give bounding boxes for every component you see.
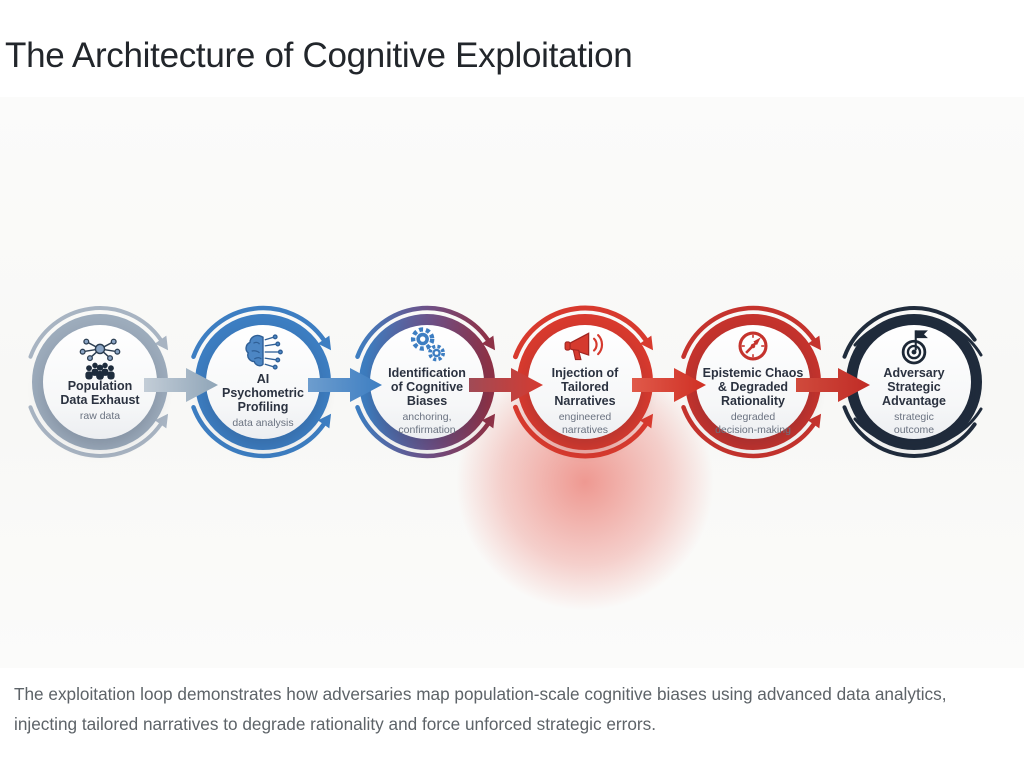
flow-arrow-2 <box>308 368 382 402</box>
stage-subtitle: anchoring, confirmation <box>398 411 456 436</box>
gears-icon <box>404 327 450 364</box>
caption-text: The exploitation loop demonstrates how a… <box>14 684 947 734</box>
network-people-icon <box>76 339 124 381</box>
flow-arrow-5 <box>796 368 870 402</box>
target-flag-icon <box>892 328 936 365</box>
page-title: The Architecture of Cognitive Exploitati… <box>5 36 633 75</box>
stage-title: Population Data Exhaust <box>60 379 140 408</box>
stage-circle: AI Psychometric Profiling data analysis <box>206 325 320 439</box>
stage-node-identification-of-cognitive-biases: Identification of Cognitive Biases ancho… <box>342 285 512 485</box>
brain-circuit-icon <box>240 334 286 371</box>
stage-subtitle: engineered narratives <box>558 411 612 436</box>
stage-subtitle: raw data <box>79 410 121 423</box>
stage-subtitle: data analysis <box>232 417 294 430</box>
stage-node-population-data-exhaust: Population Data Exhaust raw data <box>15 285 185 485</box>
stage-node-adversary-strategic-advantage: Adversary Strategic Advantage strategic … <box>829 285 999 485</box>
stage-title: AI Psychometric Profiling <box>222 372 304 415</box>
stage-circle: Injection of Tailored Narratives enginee… <box>528 325 642 439</box>
stage-title: Injection of Tailored Narratives <box>551 366 619 409</box>
stage-subtitle: strategic outcome <box>893 411 935 436</box>
stage-circle: Epistemic Chaos & Degraded Rationality d… <box>696 325 810 439</box>
stage-subtitle: degraded decision-making <box>715 411 791 436</box>
megaphone-icon <box>561 328 609 364</box>
flow-arrow-1 <box>144 368 218 402</box>
stage-circle: Identification of Cognitive Biases ancho… <box>370 325 484 439</box>
compass-icon <box>732 328 774 364</box>
flow-arrow-4 <box>632 368 706 402</box>
stage-title: Adversary Strategic Advantage <box>882 366 946 409</box>
stage-title: Identification of Cognitive Biases <box>388 366 466 409</box>
stage-node-ai-psychometric-profiling: AI Psychometric Profiling data analysis <box>178 285 348 485</box>
stage-ring <box>842 306 983 458</box>
stage-circle: Adversary Strategic Advantage strategic … <box>857 325 971 439</box>
flow-arrow-3 <box>469 368 543 402</box>
stage-circle: Population Data Exhaust raw data <box>43 325 157 439</box>
stage-title: Epistemic Chaos & Degraded Rationality <box>702 366 804 409</box>
